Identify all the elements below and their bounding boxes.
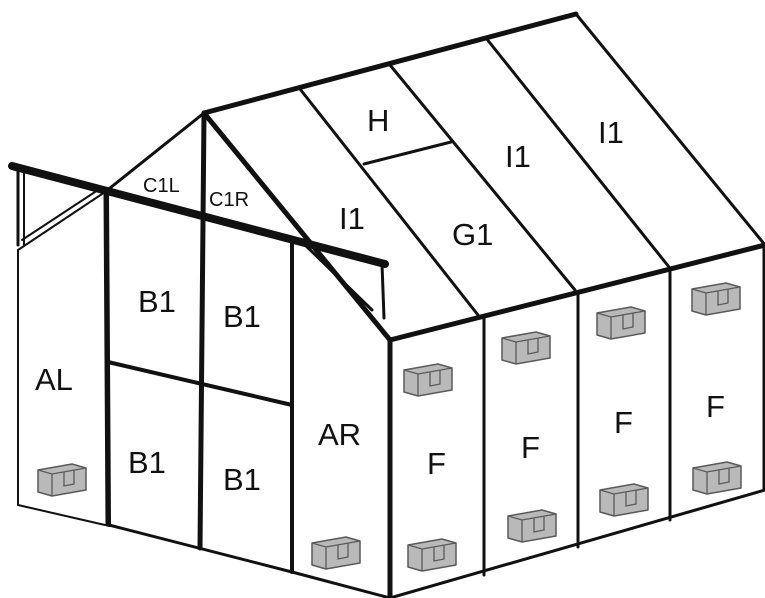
label-front-right-wall: AR <box>318 417 361 452</box>
door-left-post <box>105 190 111 527</box>
door-rail <box>8 162 389 320</box>
roof-back-edge <box>574 12 765 247</box>
glazing-clip-icon <box>403 363 453 397</box>
door-top-rail <box>8 162 389 268</box>
label-roof-vent: H <box>367 103 389 138</box>
left-base <box>17 504 106 526</box>
glazing-clip-icon <box>507 509 557 543</box>
roof-surface <box>204 14 765 340</box>
frame <box>17 11 765 598</box>
label-door-top-right: B1 <box>223 299 261 334</box>
label-side-2: F <box>521 430 540 465</box>
gable-center-post <box>197 110 207 551</box>
gable-rafter-right <box>201 110 393 343</box>
label-roof-mid: I1 <box>505 139 531 174</box>
glazing-clip-icon <box>501 331 551 365</box>
glazing-clip-icon <box>311 536 361 570</box>
glazing-clips <box>37 282 742 572</box>
roof-rafter-3 <box>484 36 671 269</box>
panel-labels: AL C1L C1R B1 B1 B1 B1 AR I1 H G1 I1 I1 … <box>35 103 725 497</box>
rail-brace <box>21 189 99 241</box>
label-door-top-left: B1 <box>138 284 176 319</box>
glazing-clip-icon <box>596 306 646 340</box>
label-side-3: F <box>614 405 633 440</box>
label-gable-left: C1L <box>143 175 180 197</box>
door-middle-rail <box>106 360 294 407</box>
label-gable-right: C1R <box>209 189 249 211</box>
glazing-clip-icon <box>37 463 87 497</box>
glazing-clip-icon <box>691 282 741 316</box>
label-door-bottom-right: B1 <box>223 462 261 497</box>
left-top <box>17 191 106 251</box>
gable-inner-rafter <box>298 238 374 312</box>
label-side-4: F <box>706 389 725 424</box>
glazing-clip-icon <box>407 538 457 572</box>
label-left-wall: AL <box>35 362 73 397</box>
glazing-clip-icon <box>599 483 649 517</box>
label-roof-back: I1 <box>598 115 624 150</box>
roof-rafter-2 <box>388 63 577 292</box>
roof-rafter-1 <box>298 87 480 317</box>
front-base <box>290 570 392 598</box>
glazing-clip-icon <box>692 461 742 495</box>
label-door-bottom-left: B1 <box>128 445 166 480</box>
rail-bracket-right <box>380 262 386 320</box>
label-roof-front: I1 <box>339 201 365 236</box>
door-bottom-rail <box>107 523 294 574</box>
label-roof-center: G1 <box>452 217 493 252</box>
side-base <box>388 488 765 598</box>
label-side-1: F <box>427 446 446 481</box>
gable-rafter-left <box>103 111 206 194</box>
roof-vent-bottom <box>362 140 453 166</box>
